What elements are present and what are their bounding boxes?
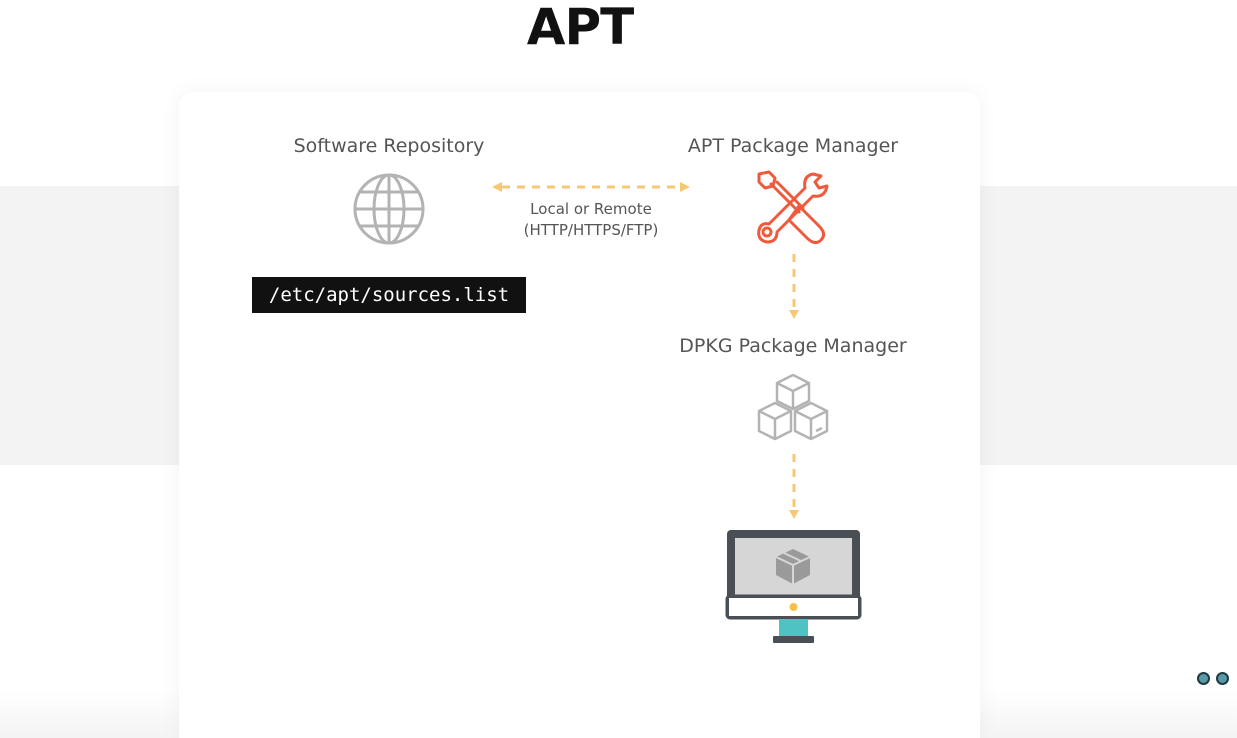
connection-label: Local or Remote (HTTP/HTTPS/FTP) [524,199,659,241]
slide-dot[interactable] [1216,672,1229,685]
boxes-icon [757,373,829,441]
dpkg-label: DPKG Package Manager [679,335,907,357]
down-arrow-dpkg-to-system [789,454,799,519]
connection-line-1: Local or Remote [530,200,652,218]
connection-line-2: (HTTP/HTTPS/FTP) [523,221,659,239]
sources-list-path: /etc/apt/sources.list [252,277,526,313]
slide-dots [1197,672,1229,685]
bidirectional-arrow [492,182,690,192]
tools-icon [757,170,829,245]
package-icon [775,549,811,584]
down-arrow-apt-to-dpkg [789,254,799,319]
slide-dot[interactable] [1197,672,1210,685]
repository-label: Software Repository [293,135,485,157]
diagram-card [179,92,980,738]
slide-title: APT [526,0,634,56]
apt-label: APT Package Manager [687,135,899,157]
monitor-icon [725,530,862,643]
globe-icon [353,173,425,245]
